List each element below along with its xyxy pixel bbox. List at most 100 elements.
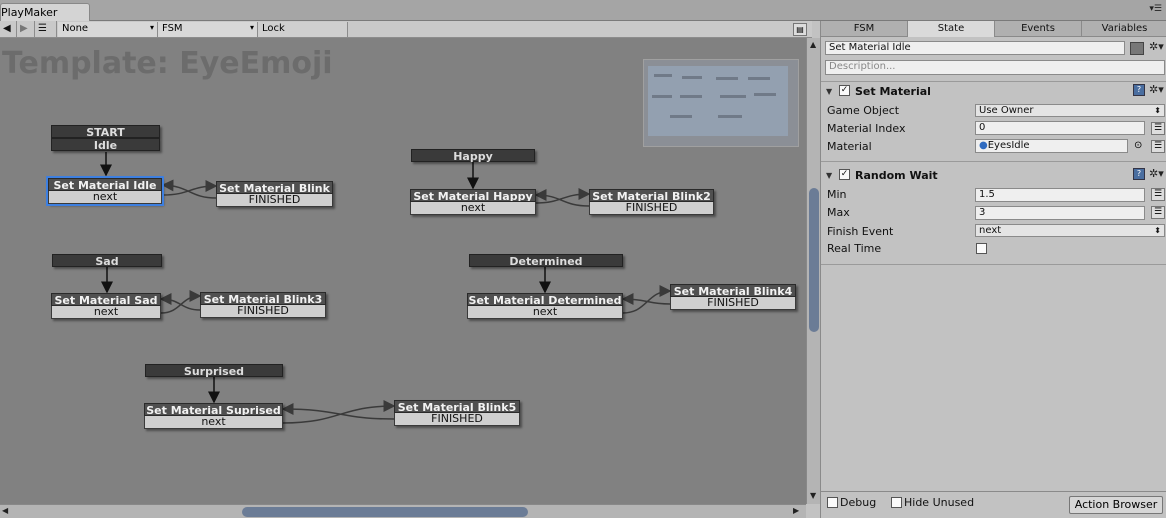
tab-events[interactable]: Events <box>995 21 1082 37</box>
node-title: Set Material Blink4 <box>670 284 796 297</box>
material-sphere-icon: ● <box>979 140 988 151</box>
min-input[interactable]: 1.5 <box>975 188 1145 202</box>
object-picker-icon[interactable]: ⊙ <box>1134 140 1143 151</box>
graph-toolbar: ◀ ▶ ☰ None▾ FSM▾ Lock ▤ <box>0 21 812 38</box>
scroll-left-icon[interactable]: ◀ <box>2 506 9 515</box>
set-material-enabled-checkbox[interactable]: ✓ <box>839 85 850 96</box>
chevron-updown-icon: ⬍ <box>1154 106 1161 115</box>
collapse-triangle-icon[interactable]: ▼ <box>826 171 833 180</box>
vertical-scroll-thumb[interactable] <box>809 188 819 332</box>
scroll-right-icon[interactable]: ▶ <box>793 506 800 515</box>
horizontal-scrollbar[interactable]: ◀ ▶ <box>0 504 806 518</box>
graph-view-menu-icon[interactable]: ▤ <box>793 23 807 36</box>
inspector-bottom-bar: Debug Hide Unused Action Browser <box>821 491 1166 518</box>
node-set-material-blink[interactable]: Set Material Blink FINISHED <box>216 181 333 207</box>
state-color-swatch[interactable] <box>1130 42 1144 55</box>
node-title: Set Material Idle <box>48 178 162 191</box>
state-header-idle[interactable]: Idle <box>51 138 160 152</box>
tab-variables[interactable]: Variables <box>1101 23 1148 34</box>
tab-state[interactable]: State <box>908 21 995 37</box>
node-set-material-sad[interactable]: Set Material Sad next <box>51 293 161 319</box>
playmaker-tab-label: PlayMaker <box>1 6 58 19</box>
lock-button[interactable]: Lock <box>258 22 348 37</box>
node-event[interactable]: FINISHED <box>670 297 796 310</box>
node-set-material-suprised[interactable]: Set Material Suprised next <box>144 403 283 429</box>
state-header-surprised[interactable]: Surprised <box>145 364 283 378</box>
action-title-random-wait: Random Wait <box>855 169 938 182</box>
node-event[interactable]: next <box>467 306 623 319</box>
node-set-material-blink2[interactable]: Set Material Blink2 FINISHED <box>589 189 714 215</box>
variable-menu-icon[interactable]: ☰ <box>1151 140 1165 153</box>
node-set-material-blink5[interactable]: Set Material Blink5 FINISHED <box>394 400 520 426</box>
playmaker-window-tab[interactable]: PlayMaker <box>0 3 90 21</box>
field-label: Max <box>827 206 850 219</box>
material-index-input[interactable]: 0 <box>975 121 1145 135</box>
hamburger-menu-icon[interactable]: ☰ <box>35 21 57 38</box>
node-set-material-idle[interactable]: Set Material Idle next <box>46 176 164 206</box>
field-label: Real Time <box>827 242 882 255</box>
hide-unused-checkbox[interactable] <box>891 497 902 508</box>
help-icon[interactable]: ? <box>1133 168 1145 180</box>
chevron-updown-icon: ⬍ <box>1154 226 1161 235</box>
vertical-scrollbar[interactable]: ▲ ▼ <box>806 38 820 504</box>
game-object-value: Use Owner <box>979 105 1034 116</box>
real-time-checkbox[interactable] <box>976 243 987 254</box>
variable-menu-icon[interactable]: ☰ <box>1151 206 1165 219</box>
scroll-up-icon[interactable]: ▲ <box>810 40 817 49</box>
node-event[interactable]: next <box>144 416 283 429</box>
owner-dropdown[interactable]: None▾ <box>58 22 158 37</box>
finish-event-dropdown[interactable]: next ⬍ <box>975 224 1165 237</box>
horizontal-scroll-thumb[interactable] <box>242 507 528 517</box>
description-input[interactable]: Description... <box>825 60 1165 75</box>
node-title: Set Material Blink5 <box>394 400 520 413</box>
state-header-determined[interactable]: Determined <box>469 254 623 268</box>
material-object-field[interactable]: ●EyesIdle <box>975 139 1128 153</box>
node-event[interactable]: FINISHED <box>216 194 333 207</box>
node-event[interactable]: next <box>51 306 161 319</box>
debug-checkbox[interactable] <box>827 497 838 508</box>
node-set-material-blink4[interactable]: Set Material Blink4 FINISHED <box>670 284 796 310</box>
max-input[interactable]: 3 <box>975 206 1145 220</box>
variable-menu-icon[interactable]: ☰ <box>1151 188 1165 201</box>
node-event[interactable]: FINISHED <box>200 305 326 318</box>
fsm-dropdown[interactable]: FSM▾ <box>158 22 258 37</box>
fsm-graph-canvas[interactable]: Template: EyeEmoji START Idle Set Mat <box>0 38 806 504</box>
state-header-sad[interactable]: Sad <box>52 254 162 268</box>
game-object-dropdown[interactable]: Use Owner ⬍ <box>975 104 1165 117</box>
node-title: Set Material Happy <box>410 189 536 202</box>
window-menu-icon[interactable]: ▾☰ <box>1149 4 1162 14</box>
node-event[interactable]: FINISHED <box>589 202 714 215</box>
hide-unused-label: Hide Unused <box>904 496 975 509</box>
node-set-material-blink3[interactable]: Set Material Blink3 FINISHED <box>200 292 326 318</box>
node-set-material-determined[interactable]: Set Material Determined next <box>467 293 623 319</box>
graph-minimap[interactable] <box>643 59 799 147</box>
scroll-down-icon[interactable]: ▼ <box>810 491 817 500</box>
variable-menu-icon[interactable]: ☰ <box>1151 122 1165 135</box>
random-wait-enabled-checkbox[interactable]: ✓ <box>839 169 850 180</box>
gear-icon[interactable]: ✲▾ <box>1149 83 1164 96</box>
node-title: Set Material Suprised <box>144 403 283 416</box>
finish-event-value: next <box>979 225 1002 236</box>
material-value: EyesIdle <box>987 140 1030 151</box>
back-arrow-icon[interactable]: ◀ <box>0 21 17 38</box>
state-header-happy[interactable]: Happy <box>411 149 535 163</box>
field-label: Material <box>827 140 872 153</box>
field-label: Finish Event <box>827 225 894 238</box>
help-icon[interactable]: ? <box>1133 84 1145 96</box>
transition-links <box>100 152 672 424</box>
node-event[interactable]: next <box>410 202 536 215</box>
field-label: Min <box>827 188 847 201</box>
action-browser-button[interactable]: Action Browser <box>1069 496 1163 514</box>
node-event[interactable]: next <box>48 191 162 204</box>
node-title: Set Material Sad <box>51 293 161 306</box>
collapse-triangle-icon[interactable]: ▼ <box>826 87 833 96</box>
node-event[interactable]: FINISHED <box>394 413 520 426</box>
gear-icon[interactable]: ✲▾ <box>1149 40 1164 53</box>
node-set-material-happy[interactable]: Set Material Happy next <box>410 189 536 215</box>
tab-fsm[interactable]: FSM <box>821 21 908 37</box>
forward-arrow-icon[interactable]: ▶ <box>17 21 35 38</box>
state-inspector-panel: FSM State Events Variables Set Material … <box>820 21 1166 518</box>
start-marker: START <box>51 125 160 139</box>
gear-icon[interactable]: ✲▾ <box>1149 167 1164 180</box>
state-name-input[interactable]: Set Material Idle <box>825 41 1125 55</box>
